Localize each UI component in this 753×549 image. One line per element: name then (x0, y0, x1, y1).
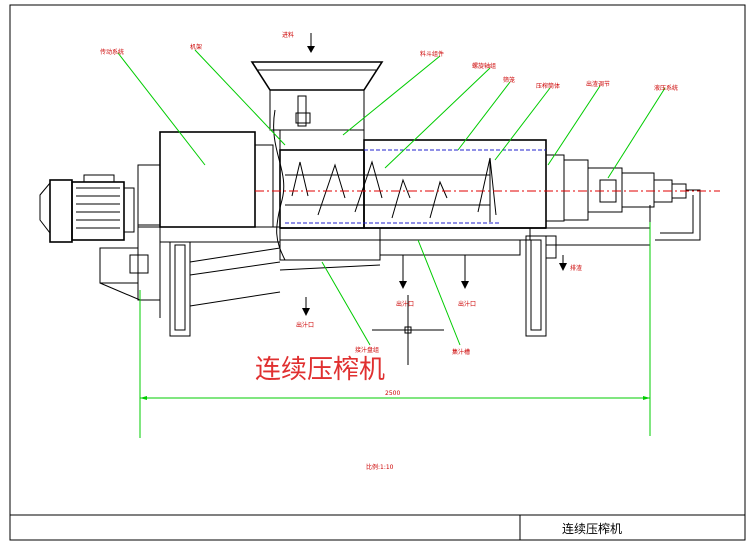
feed-hopper (250, 61, 384, 261)
leader-lines (117, 49, 666, 438)
scale-label: 比例:1:10 (366, 463, 394, 471)
crosshair (372, 295, 444, 365)
label-juice-outlet-2: 出汁口 (396, 300, 414, 308)
label-screen: 筛笼 (503, 76, 515, 84)
title-block-name: 连续压榨机 (562, 521, 622, 536)
label-discharge-ring: 出渣调节 (586, 80, 610, 88)
label-feed: 进料 (282, 31, 294, 39)
flow-arrows (302, 33, 567, 316)
label-juice-tank: 集汁槽 (452, 348, 470, 356)
dimension-label: 2500 (385, 390, 400, 397)
label-frame: 机架 (190, 43, 202, 51)
label-motor-reducer: 传动系统 (100, 48, 124, 56)
reducer (137, 131, 274, 228)
juice-tank (279, 205, 651, 337)
label-juice-outlet-1: 出汁口 (296, 321, 314, 329)
motor (39, 174, 135, 243)
base-left (99, 224, 281, 337)
label-juice-outlet-3: 出汁口 (458, 300, 476, 308)
label-screw-shaft: 螺旋轴组 (472, 62, 496, 70)
drawing-border (9, 4, 746, 541)
label-feed-hopper: 料斗组件 (420, 50, 444, 58)
screw-flights (285, 157, 497, 222)
label-slag-out: 排渣 (570, 264, 582, 272)
label-press-cylinder: 压榨筒体 (536, 82, 560, 90)
label-juice-tray: 接汁盘组 (355, 346, 379, 354)
main-title: 连续压榨机 (255, 355, 385, 385)
label-hydraulic: 液压系统 (654, 84, 678, 92)
